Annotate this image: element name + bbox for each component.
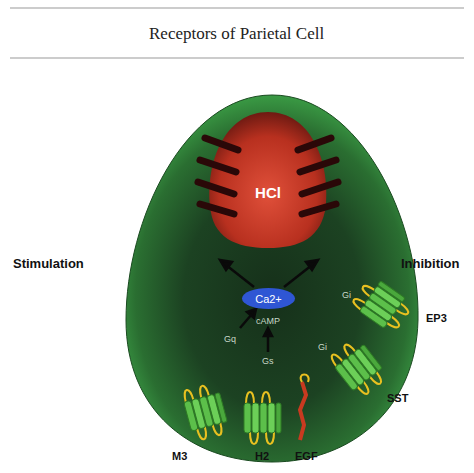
diagram-title: Receptors of Parietal Cell [149, 25, 324, 44]
g-protein-label: Gq [224, 335, 236, 345]
receptor-name: EP3 [426, 312, 447, 324]
receptor-name: M3 [172, 450, 187, 462]
messenger-label: cAMP [256, 317, 280, 327]
side-heading: Inhibition [401, 257, 459, 271]
receptor-name: EGF [295, 450, 318, 462]
g-protein-label: Gs [262, 357, 274, 367]
g-protein-label: Gi [342, 291, 351, 301]
receptor-name: SST [387, 392, 408, 404]
side-heading: Stimulation [13, 257, 84, 271]
node-text: Ca2+ [255, 293, 282, 305]
g-protein-label: Gi [318, 343, 327, 353]
acid-region: HCl [249, 181, 287, 204]
calcium-ellipse: Ca2+ [242, 288, 295, 309]
receptor-name: H2 [255, 450, 269, 462]
node-text: HCl [255, 184, 281, 201]
